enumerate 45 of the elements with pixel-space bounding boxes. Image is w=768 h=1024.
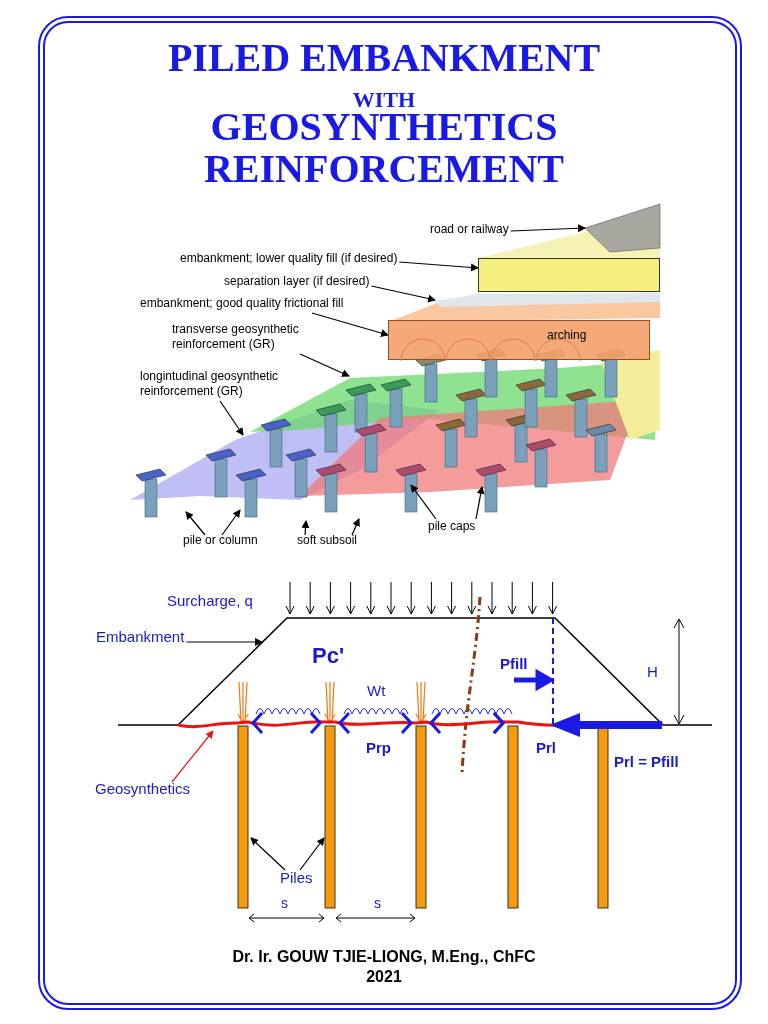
title: PILED EMBANKMENT xyxy=(166,38,602,78)
leader-line xyxy=(185,511,206,536)
callout-text: soft subsoil xyxy=(297,533,358,548)
separation-layer xyxy=(435,293,660,307)
leader-line xyxy=(351,518,360,536)
callout-text: longintudinal geosynthetic reinforcement (GR) xyxy=(140,369,310,399)
dimension-label: s xyxy=(374,896,381,910)
dimension-label: H xyxy=(647,664,658,679)
leader-line xyxy=(250,837,286,871)
callout-text: road or railway xyxy=(430,222,509,237)
callout-text: separation layer (if desired) xyxy=(224,274,370,289)
part-label: arching xyxy=(547,328,587,342)
force-label: Wt xyxy=(367,683,386,698)
pointer-arrow xyxy=(171,730,214,783)
leader-line xyxy=(370,285,436,303)
leader-line xyxy=(221,509,241,536)
callout-text: pile or column xyxy=(183,533,258,548)
callout-text: Piles xyxy=(280,870,313,885)
force-label: Prl xyxy=(536,740,556,755)
force-label: Prp xyxy=(366,740,391,755)
leader-line xyxy=(475,486,485,520)
leader-line xyxy=(299,353,350,377)
force-label: Pc' xyxy=(312,645,345,667)
callout-text: Embankment xyxy=(96,629,185,644)
leader-line xyxy=(398,261,479,272)
dimension-label: s xyxy=(281,896,288,910)
leader-line xyxy=(510,224,586,233)
force-label: Pfill xyxy=(500,656,528,671)
year-text: 2021 xyxy=(365,969,403,985)
callout-text: Geosynthetics xyxy=(95,781,191,796)
upper-fill-box xyxy=(478,258,660,292)
fill-layer-box xyxy=(388,320,650,360)
author-caption: Dr. Ir. GOUW TJIE-LIONG, M.Eng., ChFC xyxy=(231,949,537,965)
callout-text: embankment; lower quality fill (if desired) xyxy=(180,251,398,266)
callout-text: pile caps xyxy=(428,519,476,534)
callout-text: embankment; good quality frictional fill xyxy=(140,296,344,311)
equation-label: Prl = Pfill xyxy=(614,754,679,769)
leader-line xyxy=(311,312,389,337)
leader-line xyxy=(185,638,263,646)
leader-line xyxy=(299,837,325,871)
load-label: Surcharge, q xyxy=(167,593,253,608)
leader-line xyxy=(219,400,244,436)
leader-line xyxy=(301,520,310,536)
callout-text: transverse geosynthetic reinforcement (GR) xyxy=(172,322,322,352)
leader-line xyxy=(410,484,437,520)
